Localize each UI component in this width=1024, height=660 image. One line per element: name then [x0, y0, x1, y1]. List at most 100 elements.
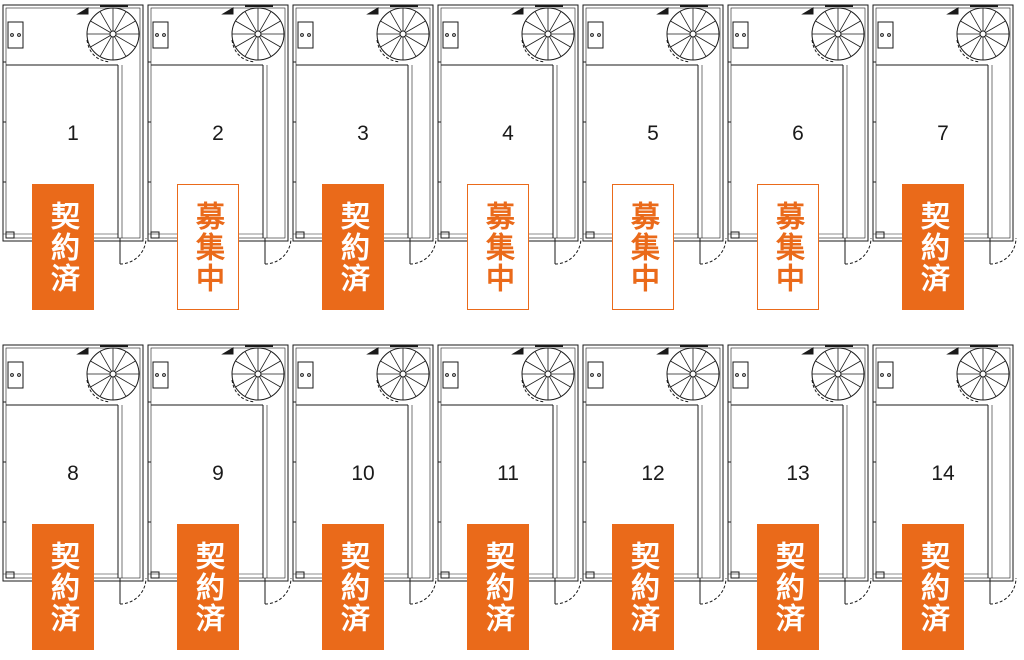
stair-step — [985, 375, 1006, 388]
stair-step — [380, 20, 401, 33]
stair-step — [534, 351, 547, 372]
stair-step — [534, 36, 547, 57]
stair-step — [99, 36, 112, 57]
stair-step — [90, 360, 111, 373]
stair-step — [549, 36, 562, 57]
stair-step — [549, 376, 562, 397]
door-swing-icon — [699, 577, 727, 605]
stair-step — [404, 376, 417, 397]
stair-step — [960, 20, 981, 33]
sink-icon — [587, 361, 604, 389]
stair-step — [839, 351, 852, 372]
door-swing-icon — [119, 237, 147, 265]
vent-icon — [946, 7, 959, 15]
sink-drain-icon — [452, 33, 456, 37]
stair-step — [839, 11, 852, 32]
stair-step — [114, 36, 127, 57]
stair-guard — [666, 379, 691, 403]
stair-step — [90, 20, 111, 33]
sink-icon — [442, 361, 459, 389]
status-badge: 契約済 — [322, 524, 384, 650]
unit-number: 11 — [497, 462, 519, 485]
stair-step — [90, 35, 111, 48]
stair-step — [404, 36, 417, 57]
stair-step — [99, 376, 112, 397]
stair-step — [525, 360, 546, 373]
stair-step — [389, 376, 402, 397]
stair-step — [260, 20, 281, 33]
column — [440, 571, 450, 579]
stair-pole — [254, 370, 262, 378]
stair-step — [969, 36, 982, 57]
door-swing-icon — [409, 577, 437, 605]
stair-step — [380, 35, 401, 48]
sink-drain-icon — [17, 373, 21, 377]
stair-step — [824, 351, 837, 372]
stair-step — [114, 376, 127, 397]
sink-drain-icon — [155, 33, 159, 37]
unit-number: 12 — [641, 462, 665, 485]
stair-step — [985, 360, 1006, 373]
stair-step — [840, 375, 861, 388]
stair-step — [815, 375, 836, 388]
vent-icon — [511, 7, 524, 15]
stair-step — [695, 35, 716, 48]
stair-step — [534, 376, 547, 397]
door-swing-icon — [409, 237, 437, 265]
stair-step — [840, 35, 861, 48]
stair-step — [815, 360, 836, 373]
status-badge: 募集中 — [177, 184, 239, 310]
door-swing-icon — [844, 237, 872, 265]
vent-icon — [511, 347, 524, 355]
vent-icon — [801, 347, 814, 355]
stair-step — [389, 351, 402, 372]
stair-guard — [666, 39, 691, 63]
stair-guard — [956, 39, 981, 63]
column — [875, 231, 885, 239]
vent-icon — [366, 7, 379, 15]
stair-step — [235, 360, 256, 373]
stair-guard — [521, 39, 546, 63]
status-badge: 募集中 — [757, 184, 819, 310]
stair-pole — [979, 370, 987, 378]
vent-icon — [656, 347, 669, 355]
stair-step — [405, 20, 426, 33]
sink-drain-icon — [735, 373, 739, 377]
stair-step — [679, 376, 692, 397]
vent-icon — [221, 347, 234, 355]
stair-step — [670, 20, 691, 33]
sink-drain-icon — [590, 373, 594, 377]
stair-guard — [231, 39, 256, 63]
unit-number: 13 — [786, 462, 810, 485]
unit-number: 4 — [502, 122, 514, 145]
door-swing-icon — [264, 237, 292, 265]
stair-step — [969, 376, 982, 397]
door-swing-icon — [554, 237, 582, 265]
status-badge: 契約済 — [902, 184, 964, 310]
rental-unit[interactable]: 8 契約済 — [0, 342, 147, 660]
sink-drain-icon — [300, 373, 304, 377]
unit-floor-plan — [582, 344, 727, 605]
stair-step — [960, 375, 981, 388]
vent-icon — [656, 7, 669, 15]
stair-step — [824, 376, 837, 397]
column — [295, 231, 305, 239]
door-swing-icon — [264, 577, 292, 605]
stair-pole — [544, 370, 552, 378]
status-badge: 契約済 — [32, 524, 94, 650]
sink-drain-icon — [17, 33, 21, 37]
unit-number: 8 — [67, 462, 79, 485]
